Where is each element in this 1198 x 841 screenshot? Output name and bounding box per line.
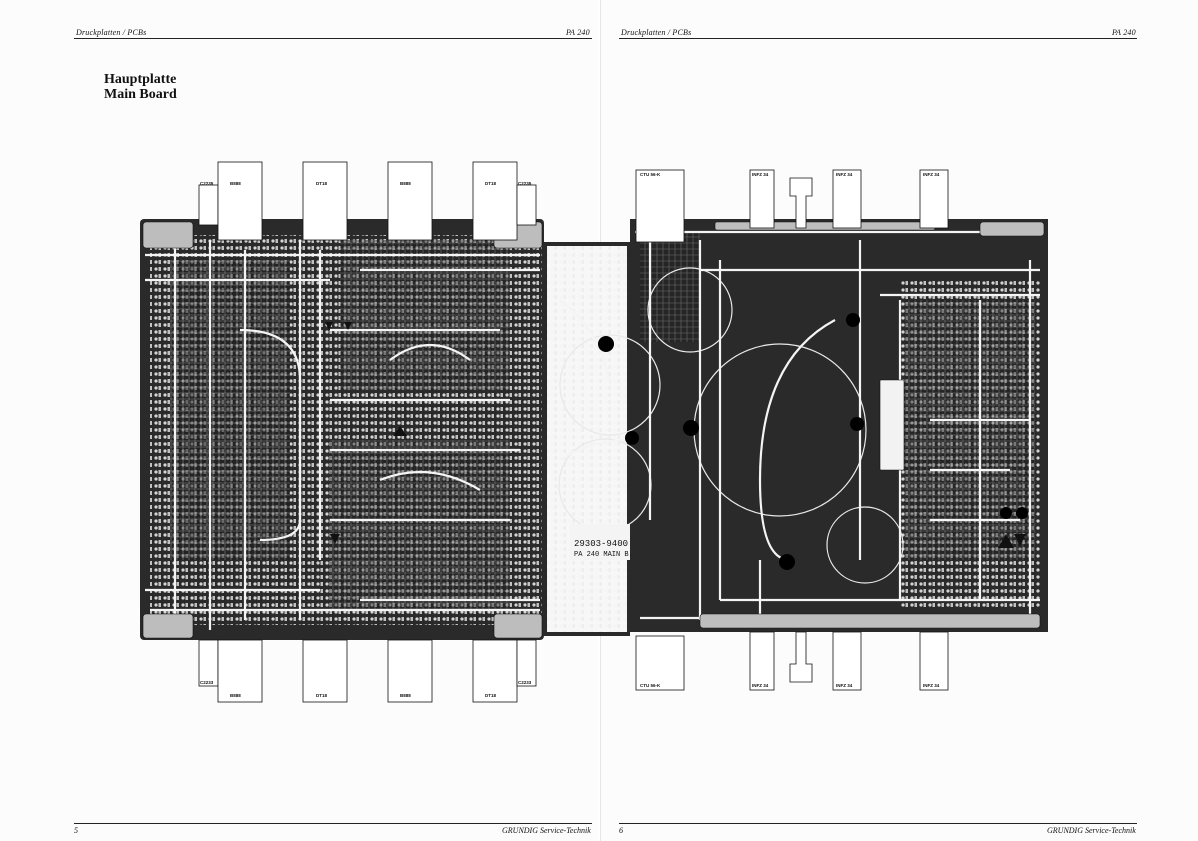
connector-label: INFZ 34 (836, 172, 853, 177)
traces-left (145, 240, 540, 630)
footer-page-number: 5 (74, 826, 78, 835)
triangle-marker-icon (1014, 534, 1026, 546)
connector-label: B888 (400, 181, 411, 186)
connector-label: DT18 (485, 181, 497, 186)
connector-label: C2233 (200, 680, 214, 685)
pcb-right-half: 29303-9400 PA 240 MAIN B. (544, 219, 1048, 636)
header-rule (619, 38, 1137, 39)
title-english: Main Board (104, 87, 177, 102)
footer-rule (74, 823, 592, 824)
mounting-holes (598, 313, 1028, 570)
connector-label: B888 (230, 181, 241, 186)
header-section-label: Druckplatten / PCBs (76, 28, 147, 37)
connector-label: B888 (400, 693, 411, 698)
connector-label: INFZ 34 (752, 683, 769, 688)
connector-label: B888 (230, 693, 241, 698)
connector-label: INFZ 34 (752, 172, 769, 177)
board-name-label: PA 240 MAIN B. (574, 551, 633, 559)
header-section-label: Druckplatten / PCBs (621, 28, 692, 37)
footer-brand: GRUNDIG Service-Technik (1047, 826, 1136, 835)
connector-label: INFZ 34 (836, 683, 853, 688)
connectors-right-top-labels: CTU 56-K INFZ 34 INFZ 34 INFZ 34 (640, 172, 940, 177)
connectors-right-bottom-labels: CTU 56-K INFZ 34 INFZ 34 INFZ 34 (640, 683, 940, 688)
header-rule (74, 38, 592, 39)
board-part-number: 29303-9400 (574, 539, 628, 549)
connector-label: INFZ 34 (923, 172, 940, 177)
footer-page-number: 6 (619, 826, 623, 835)
header-model: PA 240 (1112, 28, 1136, 37)
triangle-marker-icon (344, 322, 352, 330)
connector-label: C2233 (518, 680, 532, 685)
connector-label: DT18 (316, 181, 328, 186)
connector-label: DT18 (485, 693, 497, 698)
connectors-left-top (198, 161, 537, 241)
connector-label: C2235 (518, 181, 532, 186)
connectors-right-top (635, 169, 949, 243)
connector-label: DT18 (316, 693, 328, 698)
connector-label: INFZ 34 (923, 683, 940, 688)
page-title: Hauptplatte Main Board (104, 72, 177, 102)
triangle-marker-icon (393, 426, 407, 436)
connector-label: C2235 (200, 181, 214, 186)
connector-label: CTU 56-K (640, 683, 661, 688)
connectors-left-bottom-labels: C2233 B888 DT18 B888 DT18 C2233 (200, 680, 532, 698)
connectors-left-top-labels: C2235 B888 DT18 B888 DT18 C2235 (200, 181, 532, 186)
title-german: Hauptplatte (104, 72, 177, 87)
footer-rule (619, 823, 1137, 824)
triangle-marker-icon (325, 322, 333, 330)
header-model: PA 240 (566, 28, 590, 37)
triangle-marker-icon (330, 534, 340, 544)
footer-brand: GRUNDIG Service-Technik (502, 826, 591, 835)
connectors-left-bottom (198, 639, 537, 703)
connector-label: CTU 56-K (640, 172, 661, 177)
triangle-marker-icon (998, 534, 1014, 548)
connectors-right-bottom (635, 631, 949, 691)
pcb-left-half (140, 219, 544, 640)
